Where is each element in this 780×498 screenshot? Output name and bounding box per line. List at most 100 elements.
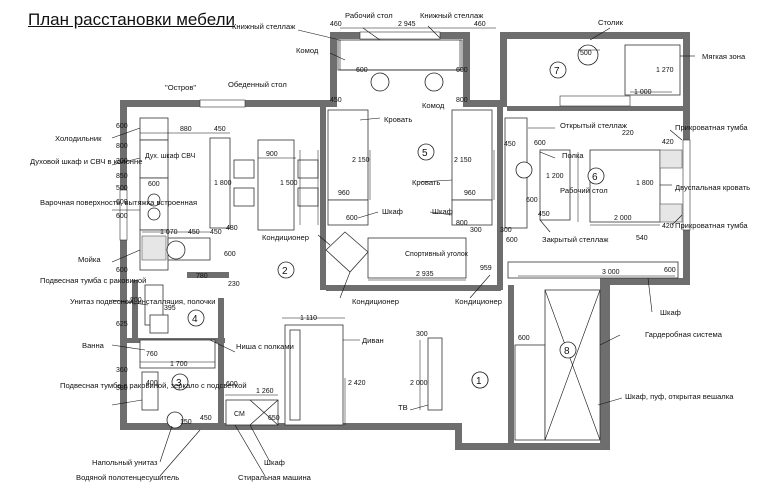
label-floor-toilet: Напольный унитаз [92, 458, 158, 467]
dim-600h: 600 [116, 267, 128, 274]
dim-450d: 450 [210, 229, 222, 236]
dim-900: 900 [266, 151, 278, 158]
label-dressing: Гардеробная система [645, 330, 723, 339]
label-dresser-1: Комод [296, 46, 319, 55]
dim-150: 150 [180, 419, 192, 426]
label-toilet-hung: Унитаз подвесной, инсталляция, полочки [70, 297, 216, 306]
dim-300a: 300 [116, 158, 128, 165]
dim-1500: 1 500 [280, 180, 298, 187]
dim-580: 580 [116, 385, 128, 392]
label-vanity-1: Подвесная тумба с раковиной [40, 276, 146, 285]
dim-2150b: 2 150 [454, 157, 472, 164]
dim-480: 480 [226, 225, 238, 232]
label-wardrobe-pouf: Шкаф, пуф, открытая вешалка [625, 392, 734, 401]
label-wardrobe-4: Шкаф [264, 458, 285, 467]
dim-300c: 300 [500, 227, 512, 234]
label-shelf: Полка [562, 151, 584, 160]
label-conditioner-1: Кондиционер [262, 233, 309, 242]
room-8: 8 [564, 346, 570, 357]
dim-1200: 1 200 [546, 173, 564, 180]
dim-960a: 960 [338, 190, 350, 197]
label-tv: ТВ [398, 403, 408, 412]
dim-220: 220 [622, 130, 634, 137]
dim-450e: 450 [504, 141, 516, 148]
label-closed-shelf: Закрытый стеллаж [542, 235, 609, 244]
dim-450g: 450 [200, 415, 212, 422]
dim-600m: 600 [664, 267, 676, 274]
dim-600c: 600 [116, 123, 128, 130]
label-bookshelf-top2: Книжный стеллаж [420, 11, 484, 20]
dim-2945: 2 945 [398, 21, 416, 28]
label-bed-1: Кровать [384, 115, 412, 124]
dim-360: 360 [116, 367, 128, 374]
room-7 [577, 44, 681, 96]
dim-760: 760 [146, 351, 158, 358]
dim-600l: 600 [506, 237, 518, 244]
dim-960b: 960 [464, 190, 476, 197]
dim-450c: 450 [188, 229, 200, 236]
dim-2150a: 2 150 [352, 157, 370, 164]
dim-540: 540 [636, 235, 648, 242]
dim-780: 780 [196, 273, 208, 280]
label-wardrobe-1: Шкаф [382, 207, 403, 216]
room-2: 2 [282, 266, 288, 277]
dim-1110: 1 110 [300, 315, 317, 322]
label-wardrobe-3: Шкаф [660, 308, 681, 317]
dim-1000: 1 000 [634, 89, 652, 96]
dim-1700: 1 700 [170, 361, 188, 368]
label-wardrobe-2: Шкаф [432, 207, 453, 216]
dim-450b: 450 [214, 126, 226, 133]
label-bookshelf-top: Книжный стеллаж [232, 22, 296, 31]
dim-600e: 600 [116, 199, 128, 206]
leader-lines [111, 25, 695, 477]
dim-400: 400 [146, 380, 158, 387]
label-sink: Мойка [78, 255, 101, 264]
dim-850: 850 [116, 173, 128, 180]
label-soft-zone: Мягкая зона [702, 52, 746, 61]
label-open-shelf: Открытый стеллаж [560, 121, 628, 130]
label-hob: Варочная поверхность, вытяжка встроенная [40, 198, 197, 207]
label-fridge: Холодильник [55, 134, 102, 143]
dimension-numbers: 2 945 460 460 600 600 450 800 880 450 90… [116, 21, 676, 426]
label-double-bed: Двуспальная кровать [675, 183, 750, 192]
label-work-desk-2: Рабочий стол [560, 186, 608, 195]
dim-600f: 600 [116, 213, 128, 220]
dim-2420: 2 420 [348, 380, 366, 387]
dim-1800a: 1 800 [214, 180, 232, 187]
dim-959: 959 [480, 265, 492, 272]
label-bedside-1: Прикроватная тумба [675, 123, 748, 132]
dim-800c: 800 [456, 220, 468, 227]
dim-800b: 800 [116, 143, 128, 150]
dim-200: 200 [130, 297, 142, 304]
label-towel-warmer: Водяной полотенцесушитель [76, 473, 179, 482]
labels: Книжный стеллаж Рабочий стол Книжный сте… [30, 11, 750, 482]
dim-500a: 500 [116, 185, 128, 192]
bedroom-6 [504, 117, 683, 279]
dim-600k: 600 [526, 197, 538, 204]
label-sofa: Диван [362, 336, 384, 345]
dim-1800b: 1 800 [636, 180, 654, 187]
dim-650: 650 [268, 415, 280, 422]
dim-300d: 300 [416, 331, 428, 338]
room-5: 5 [422, 148, 428, 159]
dim-625: 625 [116, 321, 128, 328]
dim-600n: 600 [518, 335, 530, 342]
dim-880: 880 [180, 126, 192, 133]
dim-395: 395 [164, 305, 176, 312]
dim-600b: 600 [456, 67, 468, 74]
bathrooms [139, 284, 216, 429]
dim-420a: 420 [662, 139, 674, 146]
label-niche: Ниша с полками [236, 342, 294, 351]
dim-300b: 300 [470, 227, 482, 234]
label-island: "Остров" [165, 83, 196, 92]
label-washer-mark: СМ [234, 411, 245, 418]
label-oven: Духовой шкаф и СВЧ в колонне [30, 157, 142, 166]
page-title: План расстановки мебели [28, 10, 235, 29]
label-work-desk-top: Рабочий стол [345, 11, 393, 20]
label-oven-small: Дух. шкаф СВЧ [145, 153, 196, 160]
label-sport-corner: Спортивный уголок [405, 250, 469, 258]
dim-2000a: 2 000 [614, 215, 632, 222]
dim-600i: 600 [346, 215, 358, 222]
dim-1260: 1 260 [256, 388, 274, 395]
room-numbers: 1 2 3 4 5 6 7 8 [171, 61, 605, 391]
